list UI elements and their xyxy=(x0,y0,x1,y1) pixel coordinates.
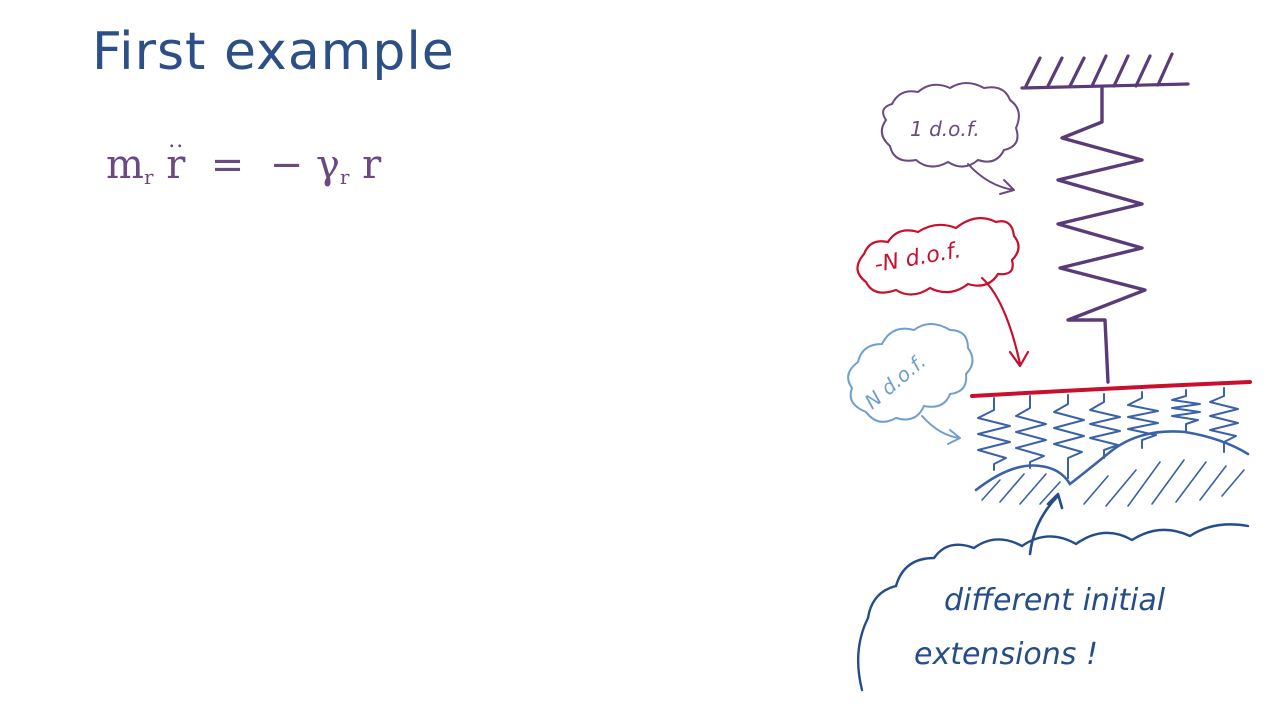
eq-mass-subscript: r xyxy=(143,165,154,189)
note-line-1: different initial xyxy=(944,583,1166,618)
eq-gamma-subscript: r xyxy=(339,165,350,189)
eq-acceleration: .. r xyxy=(166,128,186,188)
ground-hatching xyxy=(981,459,1245,507)
cloud-note xyxy=(857,523,1250,692)
eq-r: r xyxy=(362,142,382,188)
label-one-dof: 1 d.o.f. xyxy=(910,117,980,141)
label-minus-n-dof: -N d.o.f. xyxy=(873,238,963,278)
eq-r-ddot: r xyxy=(166,142,186,188)
cloud-one-dof xyxy=(880,82,1020,168)
cloud-minus-n-dof xyxy=(856,217,1020,296)
eq-mass: m xyxy=(106,142,144,188)
label-n-dof: N d.o.f. xyxy=(860,349,931,414)
ceiling-support xyxy=(1020,52,1190,90)
note-line-2: extensions ! xyxy=(914,637,1098,672)
eq-gamma: γ xyxy=(315,142,340,188)
eq-double-dot: .. xyxy=(168,128,185,153)
arrow-n-dof xyxy=(921,415,961,445)
arrow-minus-n-dof xyxy=(980,276,1030,368)
arrow-note xyxy=(1028,492,1064,556)
slide-title: First example xyxy=(92,22,455,82)
cloud-n-dof xyxy=(847,323,974,423)
eq-minus: − xyxy=(269,142,304,188)
arrow-one-dof xyxy=(967,163,1015,195)
main-spring xyxy=(1056,86,1147,384)
uneven-ground xyxy=(974,430,1250,492)
equation: mr .. r = − γr r xyxy=(106,128,382,189)
eq-equals: = xyxy=(210,142,245,188)
red-plate xyxy=(970,380,1252,398)
small-springs xyxy=(977,387,1239,479)
